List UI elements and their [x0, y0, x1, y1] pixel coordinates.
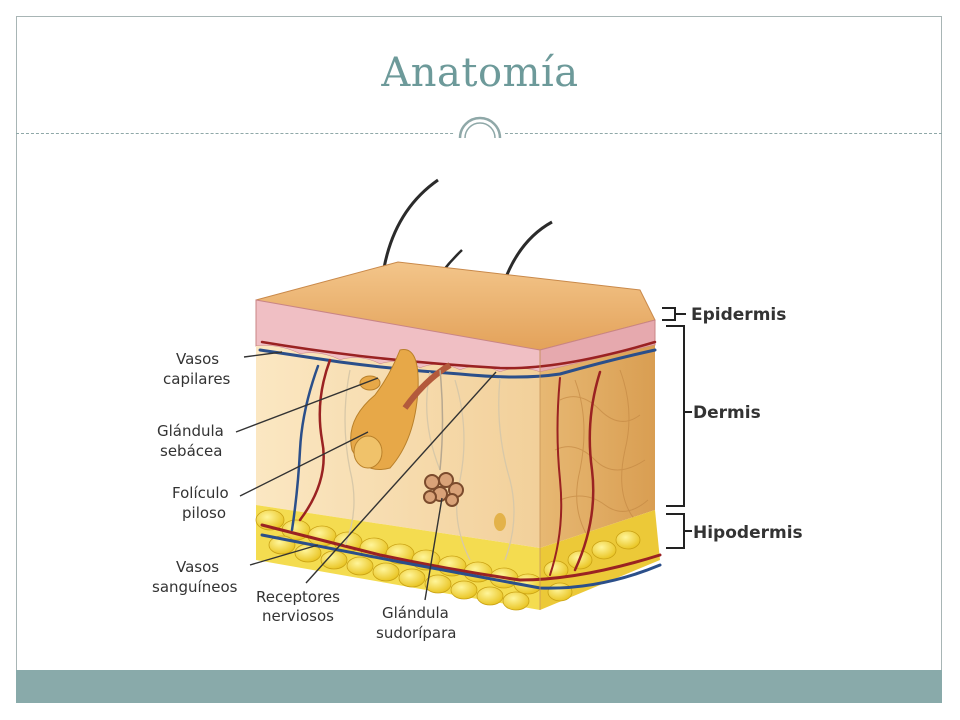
slide-title: Anatomía: [381, 50, 579, 96]
nerve-receptor: [494, 513, 506, 531]
layer-label-dermis: Dermis: [693, 403, 761, 423]
circle-ornament-icon: [455, 110, 505, 138]
label-glandula-sebacea-2: sebácea: [160, 442, 222, 460]
leader-lines: [235, 351, 497, 601]
label-vasos-capilares-2: capilares: [163, 370, 231, 388]
footer-bar: [16, 670, 942, 703]
layer-label-epidermis: Epidermis: [691, 305, 786, 325]
hair-follicle: [350, 349, 452, 470]
layer-label-hipodermis: Hipodermis: [693, 523, 803, 543]
label-glandula-sudoripara-1: Glándula: [382, 604, 449, 622]
label-vasos-sanguineos-2: sanguíneos: [152, 578, 238, 596]
label-vasos-capilares-1: Vasos: [176, 350, 219, 368]
label-foliculo-piloso-1: Folículo: [172, 484, 229, 502]
label-glandula-sudoripara-2: sudorípara: [376, 624, 456, 642]
label-receptores-nerviosos-1: Receptores: [256, 588, 340, 606]
layer-brackets: [662, 307, 692, 549]
label-vasos-sanguineos-1: Vasos: [176, 558, 219, 576]
sweat-gland: [423, 369, 464, 507]
label-receptores-nerviosos-2: nerviosos: [262, 607, 334, 625]
label-foliculo-piloso-2: piloso: [182, 504, 226, 522]
label-glandula-sebacea-1: Glándula: [157, 422, 224, 440]
